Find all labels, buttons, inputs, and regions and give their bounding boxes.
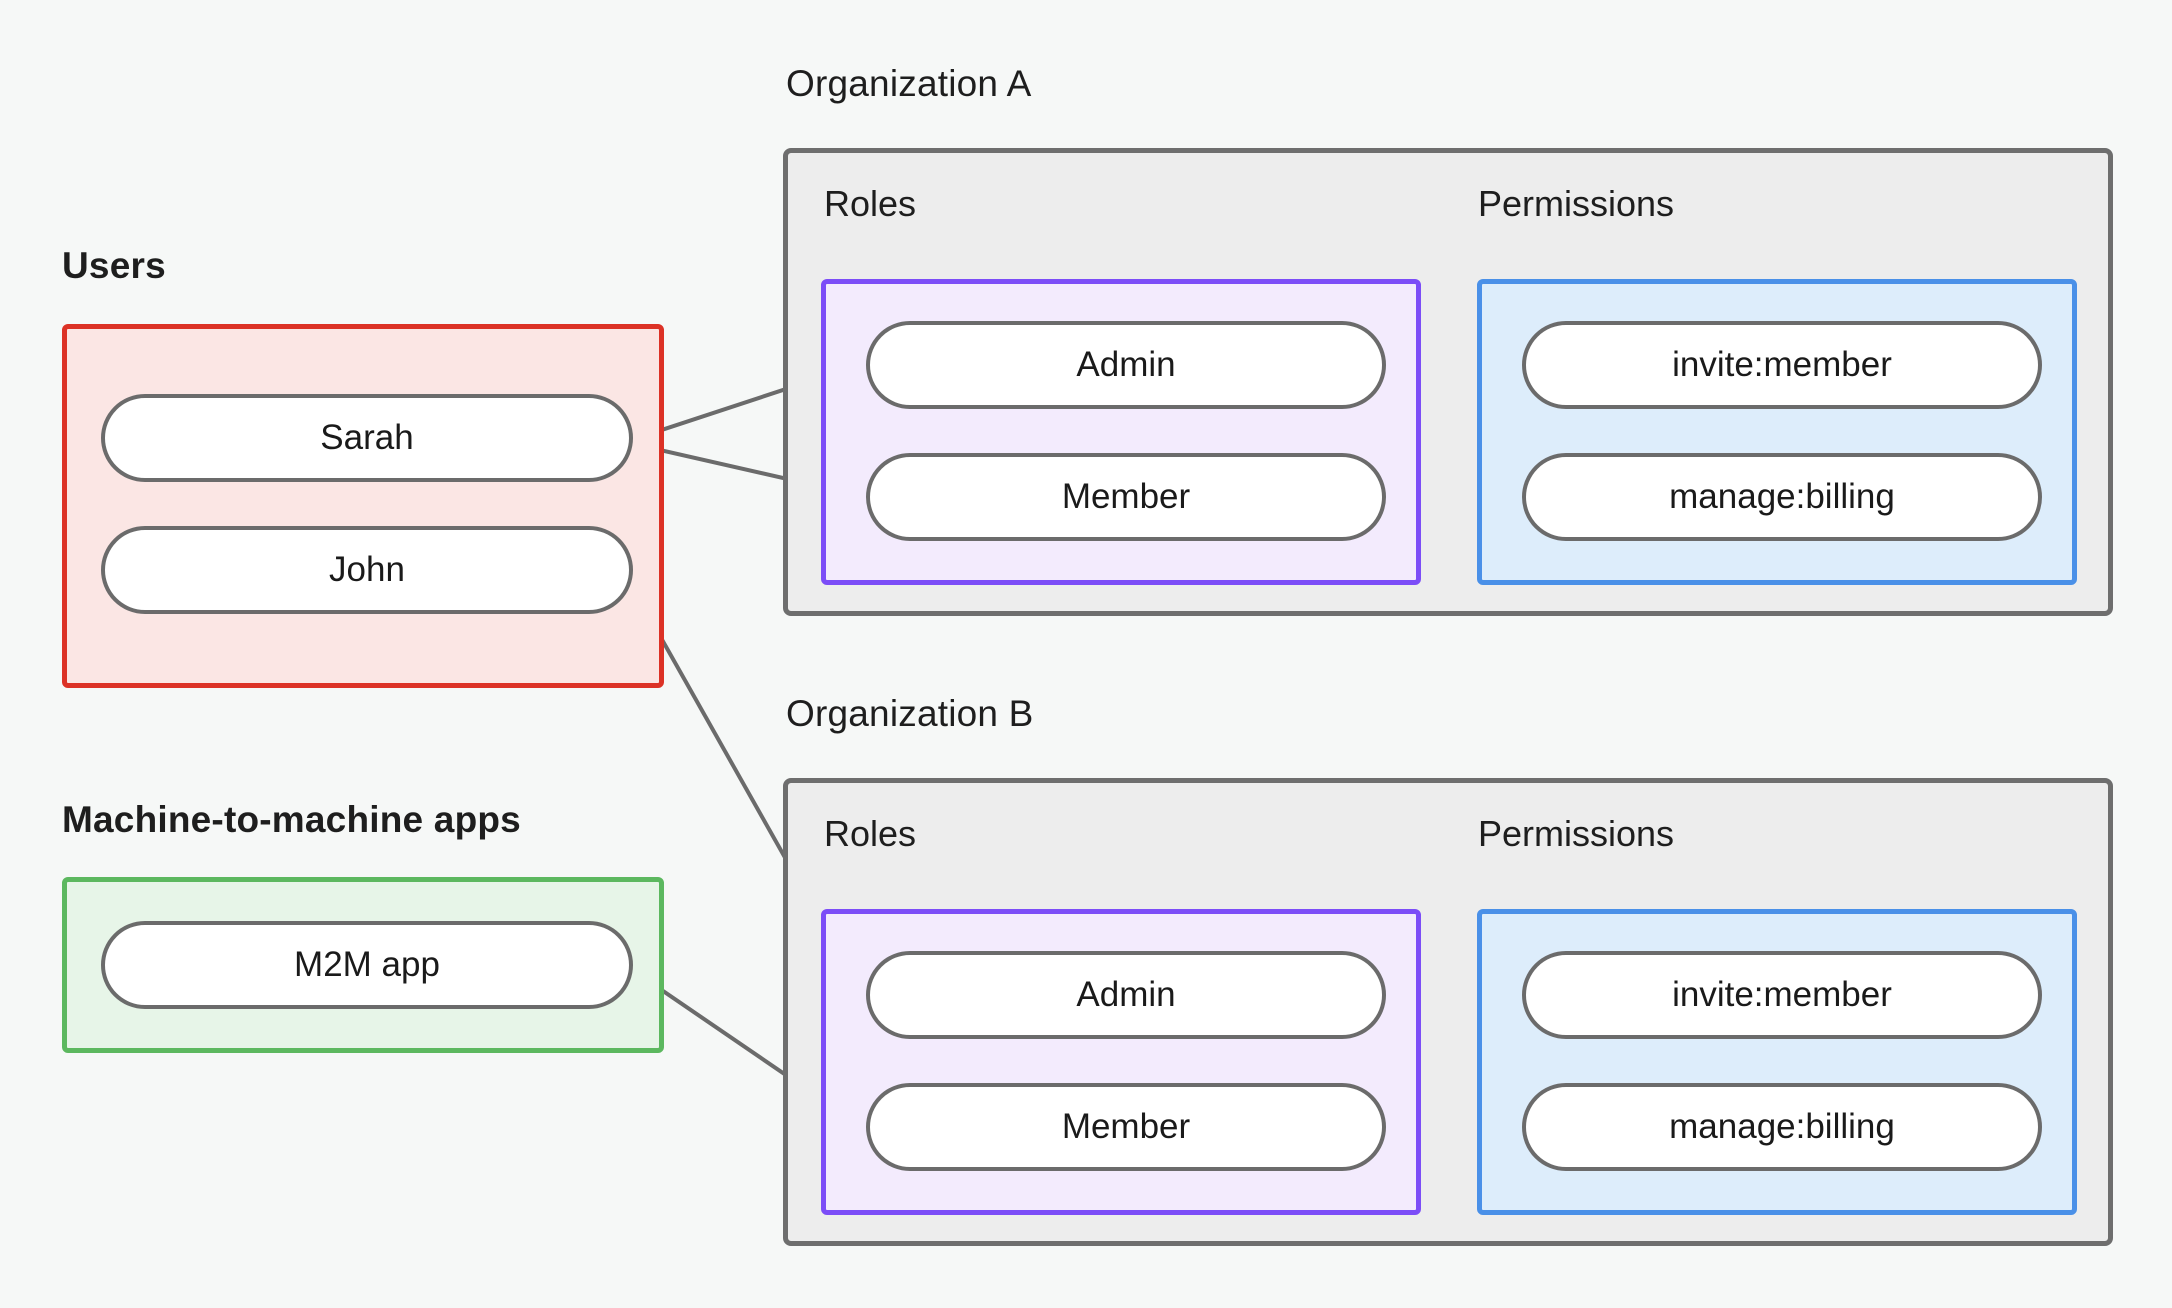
- node-org-a-role-admin[interactable]: Admin: [866, 321, 1386, 409]
- org-a-roles-label: Roles: [824, 183, 917, 224]
- node-org-a-permission-manage-billing[interactable]: manage:billing: [1522, 453, 2042, 541]
- node-sarah[interactable]: Sarah: [101, 394, 633, 482]
- org-b-container: Roles Permissions Admin Member invite:me…: [783, 778, 2113, 1246]
- node-john[interactable]: John: [101, 526, 633, 614]
- node-org-a-role-member[interactable]: Member: [866, 453, 1386, 541]
- users-caption: Users: [62, 245, 166, 286]
- node-org-b-role-admin[interactable]: Admin: [866, 951, 1386, 1039]
- node-org-b-role-member[interactable]: Member: [866, 1083, 1386, 1171]
- users-group-box: Sarah John: [62, 324, 664, 688]
- org-b-caption: Organization B: [786, 693, 1034, 734]
- org-b-roles-label: Roles: [824, 813, 917, 854]
- org-b-permissions-label: Permissions: [1478, 813, 1675, 854]
- org-b-roles-box: Admin Member: [821, 909, 1421, 1215]
- node-org-b-permission-manage-billing[interactable]: manage:billing: [1522, 1083, 2042, 1171]
- org-a-permissions-box: invite:member manage:billing: [1477, 279, 2077, 585]
- machines-caption: Machine-to-machine apps: [62, 799, 521, 840]
- node-org-a-permission-invite-member[interactable]: invite:member: [1522, 321, 2042, 409]
- m2m-group-box: M2M app: [62, 877, 664, 1053]
- org-a-container: Roles Permissions Admin Member invite:me…: [783, 148, 2113, 616]
- org-a-permissions-label: Permissions: [1478, 183, 1675, 224]
- org-a-caption: Organization A: [786, 63, 1032, 104]
- node-m2m-app[interactable]: M2M app: [101, 921, 633, 1009]
- org-b-permissions-box: invite:member manage:billing: [1477, 909, 2077, 1215]
- org-a-roles-box: Admin Member: [821, 279, 1421, 585]
- node-org-b-permission-invite-member[interactable]: invite:member: [1522, 951, 2042, 1039]
